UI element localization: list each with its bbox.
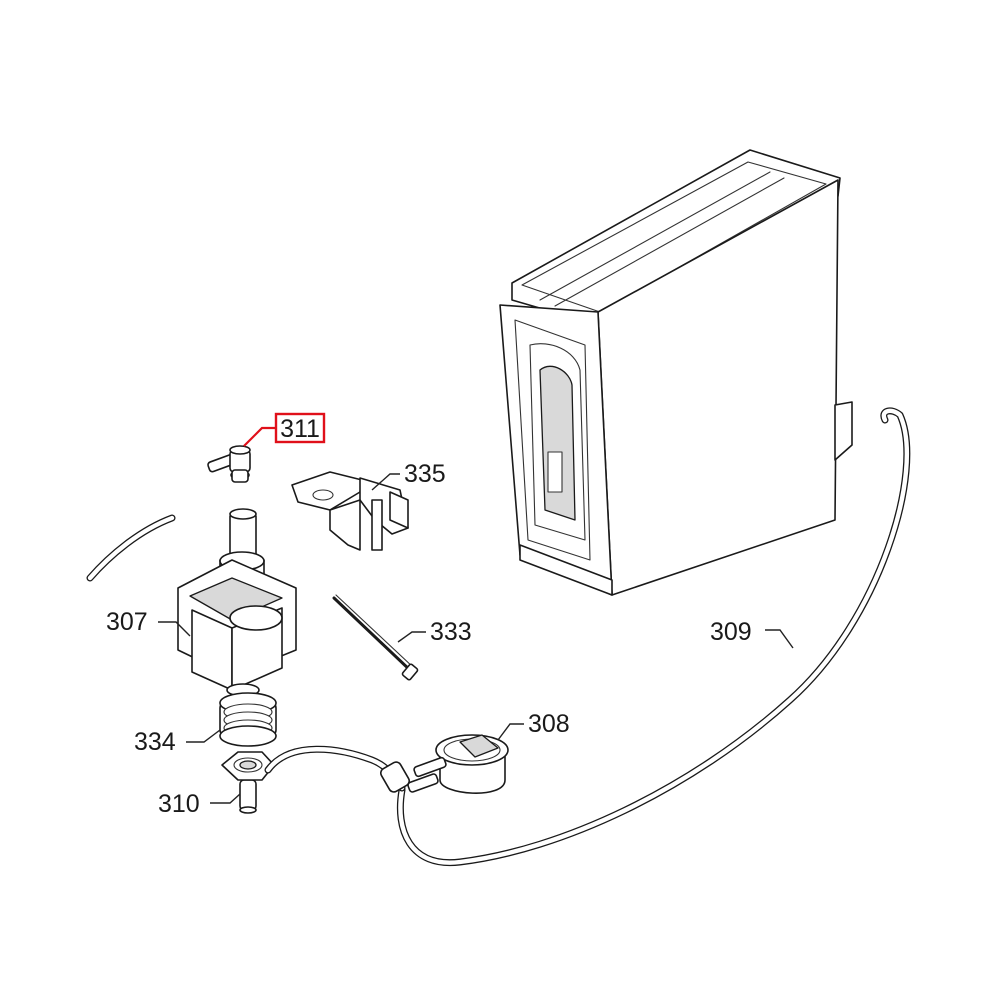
leader-308 [497, 723, 524, 741]
tube-short [264, 745, 410, 793]
leader-334 [186, 729, 221, 743]
callout-309[interactable]: 309 [710, 618, 752, 646]
callout-335[interactable]: 335 [404, 460, 446, 488]
water-tank [499, 149, 853, 596]
cable-tie-333 [332, 594, 419, 681]
leader-335 [371, 473, 400, 491]
callout-308[interactable]: 308 [528, 710, 570, 738]
elbow-connector-311 [207, 445, 251, 483]
leader-307 [158, 621, 191, 637]
bracket-335 [291, 471, 409, 551]
callout-307[interactable]: 307 [106, 608, 148, 636]
leader-333 [397, 631, 426, 643]
callout-310[interactable]: 310 [158, 790, 200, 818]
spring-334 [219, 692, 277, 747]
callout-333[interactable]: 333 [430, 618, 472, 646]
tube-309 [396, 407, 911, 867]
callout-311[interactable]: 311 [274, 412, 326, 444]
tube-left [86, 514, 176, 582]
leader-310 [210, 793, 241, 804]
leader-311 [243, 426, 276, 447]
callout-label-311: 311 [280, 415, 320, 443]
pump-307 [177, 508, 297, 697]
connector-310 [221, 751, 275, 814]
leader-309 [765, 629, 794, 649]
callout-334[interactable]: 334 [134, 728, 176, 756]
flowmeter-308 [407, 734, 509, 794]
